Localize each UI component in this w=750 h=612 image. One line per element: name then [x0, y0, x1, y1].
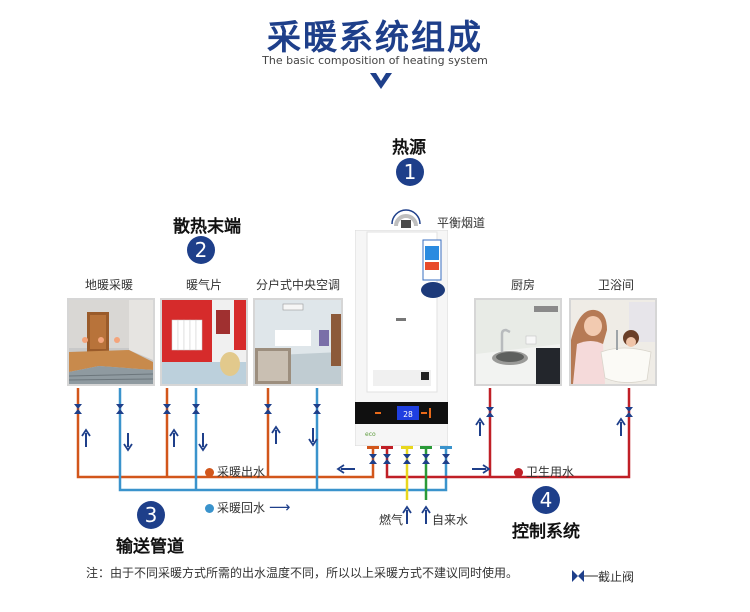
arrow-right-icon: ⟶: [268, 498, 291, 516]
boiler-connector: [401, 446, 413, 449]
terminal-label-central-ac: 分户式中央空调: [256, 278, 341, 292]
flow-arrow-down-icon: [308, 428, 318, 447]
flow-arrow-up-icon: [271, 425, 281, 444]
section-title-control: 控制系统: [512, 522, 580, 542]
radiator-image: [160, 298, 248, 386]
flow-arrow-up-icon: [475, 417, 485, 436]
section-title-pipes: 输送管道: [116, 537, 184, 557]
stop-valve-icon: [486, 407, 494, 417]
heating-return-label: 采暖回水: [217, 501, 266, 515]
section-number-1: 1: [396, 158, 424, 186]
legend-domestic-water: 卫生用水: [514, 463, 574, 480]
domestic-label-kitchen: 厨房: [511, 278, 536, 292]
page-subtitle: The basic composition of heating system: [262, 54, 488, 67]
stop-valve-icon: [116, 404, 124, 414]
footnote: 注：由于不同采暖方式所需的出水温度不同，所以以上采暖方式不建议同时使用。: [86, 566, 519, 580]
stop-valve-icon: [403, 454, 411, 464]
boiler-display-reading: 28: [403, 410, 413, 419]
flow-arrow-up-icon: [81, 428, 91, 447]
valve-legend: 截止阀: [572, 566, 634, 585]
stop-valve-icon: [442, 454, 450, 464]
legend-heating-supply: 采暖出水: [205, 463, 265, 480]
chevron-down-icon: [370, 73, 392, 89]
stop-valve-icon: [192, 404, 200, 414]
tap-water-label: 自来水: [432, 513, 469, 527]
flow-arrow-right-icon: [472, 464, 491, 474]
stop-valve-icon: [369, 454, 377, 464]
boiler-connector: [367, 446, 379, 449]
page-title: 采暖系统组成: [267, 18, 483, 58]
section-title-terminals: 散热末端: [173, 217, 241, 237]
stop-valve-icon: [74, 404, 82, 414]
boiler-connector: [420, 446, 432, 449]
gas-label: 燃气: [379, 513, 404, 527]
boiler-connector: [440, 446, 452, 449]
terminal-label-floor-heating: 地暖采暖: [85, 278, 134, 292]
stop-valve-icon: [264, 404, 272, 414]
legend-gas: 燃气: [379, 511, 403, 528]
heating-supply-dot: [205, 468, 214, 477]
svg-text:eco: eco: [365, 431, 376, 438]
flow-arrow-down-icon: [198, 433, 208, 452]
domestic-water-label: 卫生用水: [526, 465, 575, 479]
flue-label: 平衡烟道: [437, 216, 486, 230]
legend-heating-return: 采暖回水 ⟶: [205, 498, 290, 516]
domestic-water-dot: [514, 468, 523, 477]
flow-arrow-up-icon: [402, 505, 412, 524]
bathroom-image: [569, 298, 657, 386]
kitchen-image: [474, 298, 562, 386]
heating-return-dot: [205, 504, 214, 513]
section-number-2: 2: [187, 236, 215, 264]
central-ac-image: [253, 298, 343, 386]
stop-valve-icon: [572, 570, 598, 582]
stop-valve-icon: [422, 454, 430, 464]
valve-legend-label: 截止阀: [598, 570, 635, 584]
legend-tap-water: 自来水: [432, 511, 468, 528]
section-number-3: 3: [137, 501, 165, 529]
section-title-heat-source: 热源: [392, 138, 426, 158]
flow-arrow-up-icon: [421, 505, 431, 524]
heating-supply-label: 采暖出水: [217, 465, 266, 479]
terminal-label-radiator: 暖气片: [186, 278, 223, 292]
balanced-flue: [388, 198, 424, 228]
flow-arrow-up-icon: [169, 428, 179, 447]
stop-valve-icon: [313, 404, 321, 414]
flow-arrow-down-icon: [123, 433, 133, 452]
flow-arrow-left-icon: [336, 464, 355, 474]
stop-valve-icon: [163, 404, 171, 414]
section-number-4: 4: [532, 486, 560, 514]
flow-arrow-up-icon: [616, 417, 626, 436]
wall-hung-boiler: 28 eco: [354, 229, 449, 447]
domestic-label-bathroom: 卫浴间: [598, 278, 635, 292]
boiler-connector: [381, 446, 393, 449]
heating-return-pipe: [118, 388, 448, 492]
stop-valve-icon: [383, 454, 391, 464]
stop-valve-icon: [625, 407, 633, 417]
floor-heating-image: [67, 298, 155, 386]
